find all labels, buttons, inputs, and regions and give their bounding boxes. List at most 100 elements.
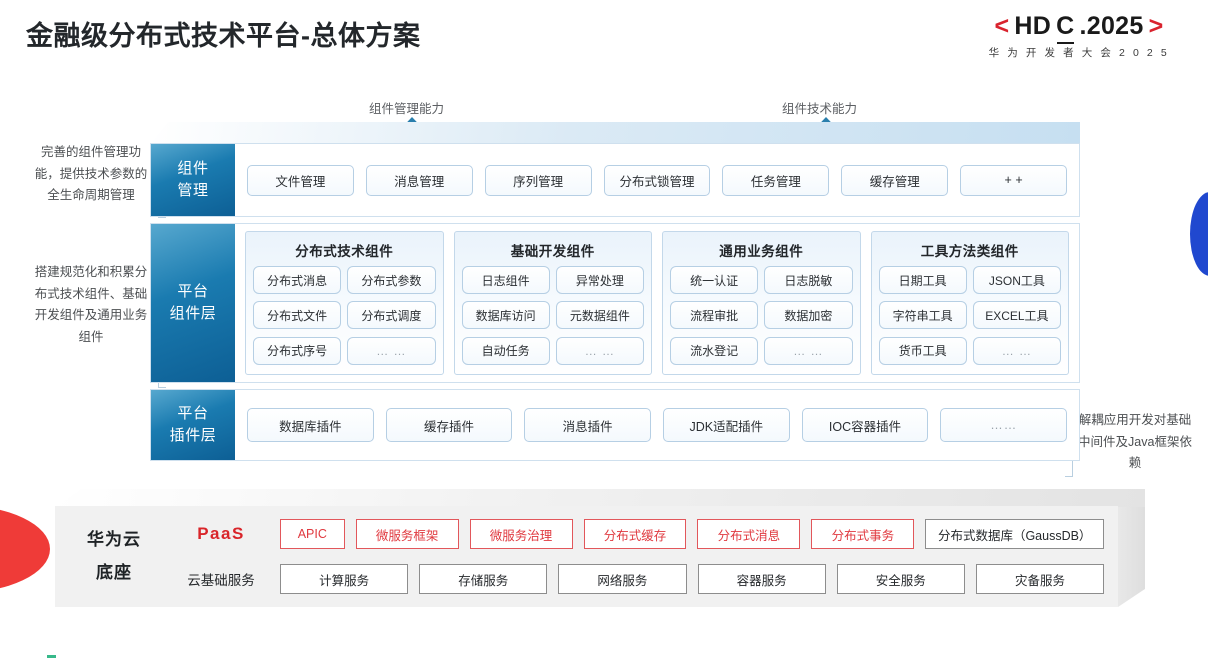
hdc-logo-subtitle: 华 为 开 发 者 大 会 2 0 2 5	[988, 47, 1170, 59]
cloud-service-rows: PaaS APIC 微服务框架 微服务治理 分布式缓存 分布式消息 分布式事务 …	[173, 517, 1118, 596]
group-items: 日期工具 JSON工具 字符串工具 EXCEL工具 货币工具 … …	[878, 266, 1061, 367]
group-items: 统一认证 日志脱敏 流程审批 数据加密 流水登记 … …	[670, 266, 853, 367]
component-item[interactable]: 日志组件	[461, 266, 550, 294]
plugin-item[interactable]: 数据库插件	[247, 408, 374, 442]
layer-component-management: 组件 管理 文件管理 消息管理 序列管理 分布式锁管理 任务管理 缓存管理 + …	[150, 143, 1080, 217]
component-item[interactable]: 日志脱敏	[764, 266, 853, 294]
component-item[interactable]: 流水登记	[670, 336, 759, 365]
basic-item-disaster[interactable]: 灾备服务	[975, 564, 1105, 594]
paas-item-microservice-gov[interactable]: 微服务治理	[469, 519, 573, 549]
layer-label-line2: 组件层	[169, 305, 217, 322]
component-item[interactable]: JSON工具	[972, 266, 1061, 294]
component-item-more[interactable]: … …	[764, 336, 853, 365]
management-item[interactable]: 任务管理	[722, 164, 830, 196]
basic-service-tag: 云基础服务	[187, 573, 255, 588]
management-item[interactable]: 分布式锁管理	[603, 164, 711, 196]
component-item[interactable]: 日期工具	[878, 266, 967, 294]
page-title: 金融级分布式技术平台-总体方案	[26, 21, 421, 51]
paas-item-microservice-frame[interactable]: 微服务框架	[355, 519, 459, 549]
layer-platform-component: 平台 组件层 分布式技术组件 分布式消息 分布式参数 分布式文件 分布式调度 分…	[150, 223, 1080, 383]
management-item[interactable]: 序列管理	[484, 164, 592, 196]
management-item[interactable]: 消息管理	[365, 164, 473, 196]
component-item[interactable]: 分布式消息	[253, 266, 342, 294]
group-title: 工具方法类组件	[920, 244, 1019, 259]
group-items: 分布式消息 分布式参数 分布式文件 分布式调度 分布式序号 … …	[253, 266, 436, 367]
component-item[interactable]: 流程审批	[670, 301, 759, 330]
annotation-left-management: 完善的组件管理功能，提供技术参数的全生命周期管理	[34, 145, 148, 202]
red-wedge-decoration	[0, 505, 50, 593]
plugin-item[interactable]: IOC容器插件	[801, 408, 929, 442]
basic-item-network[interactable]: 网络服务	[558, 564, 687, 594]
layer-label-line1: 组件	[177, 160, 209, 178]
plugin-item[interactable]: 缓存插件	[385, 408, 513, 442]
hdc-logo-main: < HD C .2025 >	[964, 12, 1194, 44]
basic-item-compute[interactable]: 计算服务	[280, 564, 409, 594]
paas-item-apic[interactable]: APIC	[280, 519, 345, 549]
component-item[interactable]: EXCEL工具	[972, 301, 1061, 330]
component-group-distributed: 分布式技术组件 分布式消息 分布式参数 分布式文件 分布式调度 分布式序号 … …	[245, 231, 444, 375]
component-item[interactable]: 数据加密	[764, 301, 853, 330]
layer-label-line2: 管理	[177, 182, 209, 199]
component-item[interactable]: 分布式调度	[347, 301, 436, 330]
basic-item-security[interactable]: 安全服务	[836, 564, 965, 594]
right-bracket-icon: >	[1148, 12, 1164, 40]
cloud-slab-top-bevel	[55, 489, 1145, 507]
component-item[interactable]: 统一认证	[670, 266, 759, 294]
arrow-label-component-management: 组件管理能力	[369, 102, 445, 116]
cloud-base-title: 华为云 底座	[55, 524, 173, 589]
annotation-right-plugin: 解耦应用开发对基础中间件及Java框架依赖	[1078, 413, 1192, 470]
component-item[interactable]: 异常处理	[555, 266, 644, 294]
layer-platform-plugin: 平台 插件层 数据库插件 缓存插件 消息插件 JDK适配插件 IOC容器插件 ……	[150, 389, 1080, 461]
paas-tag: PaaS	[197, 524, 245, 543]
group-title: 分布式技术组件	[295, 244, 394, 259]
plugin-item[interactable]: JDK适配插件	[663, 408, 790, 442]
component-item-more[interactable]: … …	[347, 336, 436, 365]
management-item[interactable]: 文件管理	[247, 164, 354, 196]
paas-item-distributed-txn[interactable]: 分布式事务	[811, 519, 915, 549]
component-item[interactable]: 元数据组件	[555, 301, 644, 330]
cloud-title-line1: 华为云	[87, 530, 141, 550]
management-item[interactable]: 缓存管理	[841, 164, 949, 196]
component-item[interactable]: 数据库访问	[461, 301, 550, 330]
cloud-row-basic: 云基础服务 计算服务 存储服务 网络服务 容器服务 安全服务 灾备服务	[173, 562, 1105, 596]
cloud-slab-side-bevel	[1118, 507, 1145, 607]
huawei-cloud-base: 华为云 底座 PaaS APIC 微服务框架 微服务治理 分布式缓存 分布式消息…	[55, 506, 1118, 607]
basic-item-storage[interactable]: 存储服务	[419, 564, 548, 594]
paas-item-distributed-cache[interactable]: 分布式缓存	[583, 519, 687, 549]
component-group-foundation: 基础开发组件 日志组件 异常处理 数据库访问 元数据组件 自动任务 … …	[453, 231, 652, 375]
paas-item-distributed-msg[interactable]: 分布式消息	[697, 519, 801, 549]
hdc-text-c: C	[1056, 12, 1075, 44]
plugin-item[interactable]: 消息插件	[524, 408, 652, 442]
basic-item-container[interactable]: 容器服务	[697, 564, 826, 594]
component-item[interactable]: 分布式参数	[347, 266, 436, 294]
group-items: 日志组件 异常处理 数据库访问 元数据组件 自动任务 … …	[461, 266, 644, 367]
cloud-row-paas: PaaS APIC 微服务框架 微服务治理 分布式缓存 分布式消息 分布式事务 …	[173, 517, 1105, 551]
component-item[interactable]: 自动任务	[461, 336, 550, 365]
management-items: 文件管理 消息管理 序列管理 分布式锁管理 任务管理 缓存管理 + +	[235, 144, 1079, 216]
hdc-text-before: HD	[1014, 12, 1052, 40]
plugin-item-more[interactable]: ……	[940, 408, 1068, 442]
green-mark-decoration	[47, 655, 56, 658]
stack-top-bevel	[150, 122, 1080, 144]
blue-circle-decoration	[1190, 192, 1208, 276]
management-item-more[interactable]: + +	[960, 164, 1068, 196]
hdc-logo: < HD C .2025 > 华 为 开 发 者 大 会 2 0 2 5	[964, 12, 1194, 60]
layer-label-line2: 插件层	[169, 427, 217, 444]
hdc-text-after: .2025	[1079, 12, 1144, 40]
left-bracket-icon: <	[994, 12, 1010, 40]
component-item[interactable]: 字符串工具	[878, 301, 967, 330]
plugin-items: 数据库插件 缓存插件 消息插件 JDK适配插件 IOC容器插件 ……	[235, 390, 1079, 460]
component-item[interactable]: 分布式文件	[253, 301, 342, 330]
layer-label-platform-plugin: 平台 插件层	[151, 390, 235, 460]
component-item[interactable]: 分布式序号	[253, 336, 342, 365]
component-group-business: 通用业务组件 统一认证 日志脱敏 流程审批 数据加密 流水登记 … …	[662, 231, 861, 375]
component-item-more[interactable]: … …	[972, 336, 1061, 365]
component-item-more[interactable]: … …	[555, 336, 644, 365]
annotation-left-components: 搭建规范化和积累分布式技术组件、基础开发组件及通用业务组件	[34, 265, 148, 344]
paas-item-gaussdb[interactable]: 分布式数据库（GaussDB）	[925, 519, 1105, 549]
layer-label-component-management: 组件 管理	[151, 144, 235, 216]
layer-label-platform-component: 平台 组件层	[151, 224, 235, 382]
cloud-title-line2: 底座	[96, 562, 132, 582]
component-item[interactable]: 货币工具	[878, 336, 967, 365]
